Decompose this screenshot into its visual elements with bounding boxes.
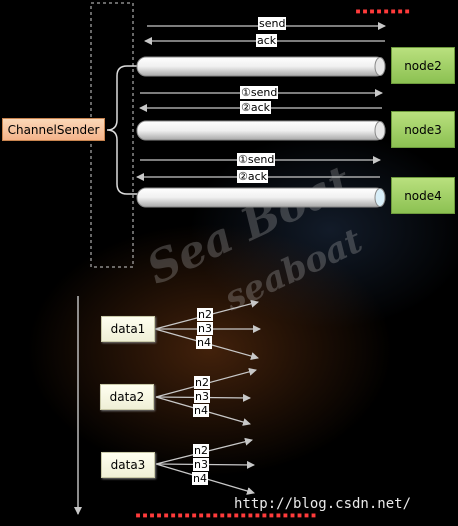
node4-box: node4 — [391, 177, 455, 214]
data2-n3-label: n3 — [194, 390, 210, 403]
node3-send-label: ①send — [240, 86, 279, 99]
node3-box: node3 — [391, 111, 455, 148]
node4-send-label: ①send — [237, 153, 276, 166]
watermark-stamp-top: ▪▪▪▪▪▪▪▪ — [355, 6, 412, 17]
data1-n3-label: n3 — [197, 322, 213, 335]
data3-box: data3 — [101, 452, 155, 478]
data2-box: data2 — [100, 384, 154, 410]
top-send-label: send — [258, 17, 287, 30]
data3-n2-label: n2 — [193, 444, 209, 457]
data2-n4-label: n4 — [193, 404, 209, 417]
pipe-node3 — [136, 120, 386, 141]
data1-box: data1 — [101, 316, 155, 342]
channel-sender-box: ChannelSender — [2, 118, 105, 141]
node2-box: node2 — [391, 47, 455, 84]
top-ack-label: ack — [256, 34, 278, 47]
sender-brace — [106, 65, 137, 195]
url-watermark: http://blog.csdn.net/ — [234, 496, 412, 512]
node3-ack-label: ②ack — [240, 101, 272, 114]
data3-n3-label: n3 — [193, 458, 209, 471]
pipe-node4 — [136, 187, 386, 208]
pipe-node2 — [136, 56, 386, 77]
data2-n2-label: n2 — [194, 376, 210, 389]
data1-n2-label: n2 — [197, 308, 213, 321]
data1-n4-label: n4 — [196, 336, 212, 349]
data3-n4-label: n4 — [192, 472, 208, 485]
node4-ack-label: ②ack — [237, 170, 269, 183]
watermark-stamp-bottom: ▪▪▪▪▪▪▪▪▪▪▪▪▪▪▪▪▪▪▪▪▪▪▪▪▪▪ — [135, 510, 318, 521]
